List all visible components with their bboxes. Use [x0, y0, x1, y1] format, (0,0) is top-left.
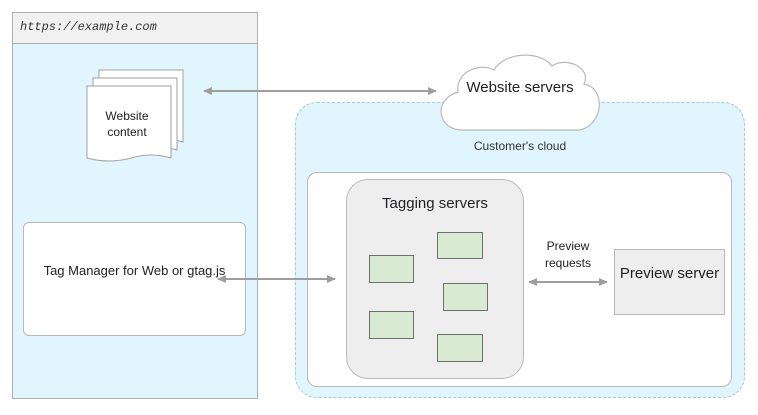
preview-server-box — [614, 249, 725, 315]
website-servers-label: Website servers — [466, 79, 574, 96]
tag-manager-box — [23, 222, 246, 336]
customers-cloud-label: Customer's cloud — [473, 139, 567, 153]
tagging-server-node — [443, 283, 488, 311]
tagging-server-node — [369, 311, 414, 339]
tagging-server-node — [437, 334, 483, 362]
tagging-servers-label: Tagging servers — [382, 195, 488, 212]
url-bar — [12, 12, 258, 44]
preview-server-label: Preview server — [619, 265, 720, 282]
document-stack-icon — [86, 69, 184, 162]
url-text: https://example.com — [20, 20, 157, 34]
tagging-server-node — [437, 232, 483, 259]
website-servers-cloud-icon — [440, 54, 600, 131]
tagging-server-node — [369, 255, 414, 283]
website-content-label: Website content — [105, 109, 149, 139]
tag-manager-label: Tag Manager for Web or gtag.js — [43, 263, 226, 278]
preview-requests-label: Preview requests — [544, 239, 592, 270]
